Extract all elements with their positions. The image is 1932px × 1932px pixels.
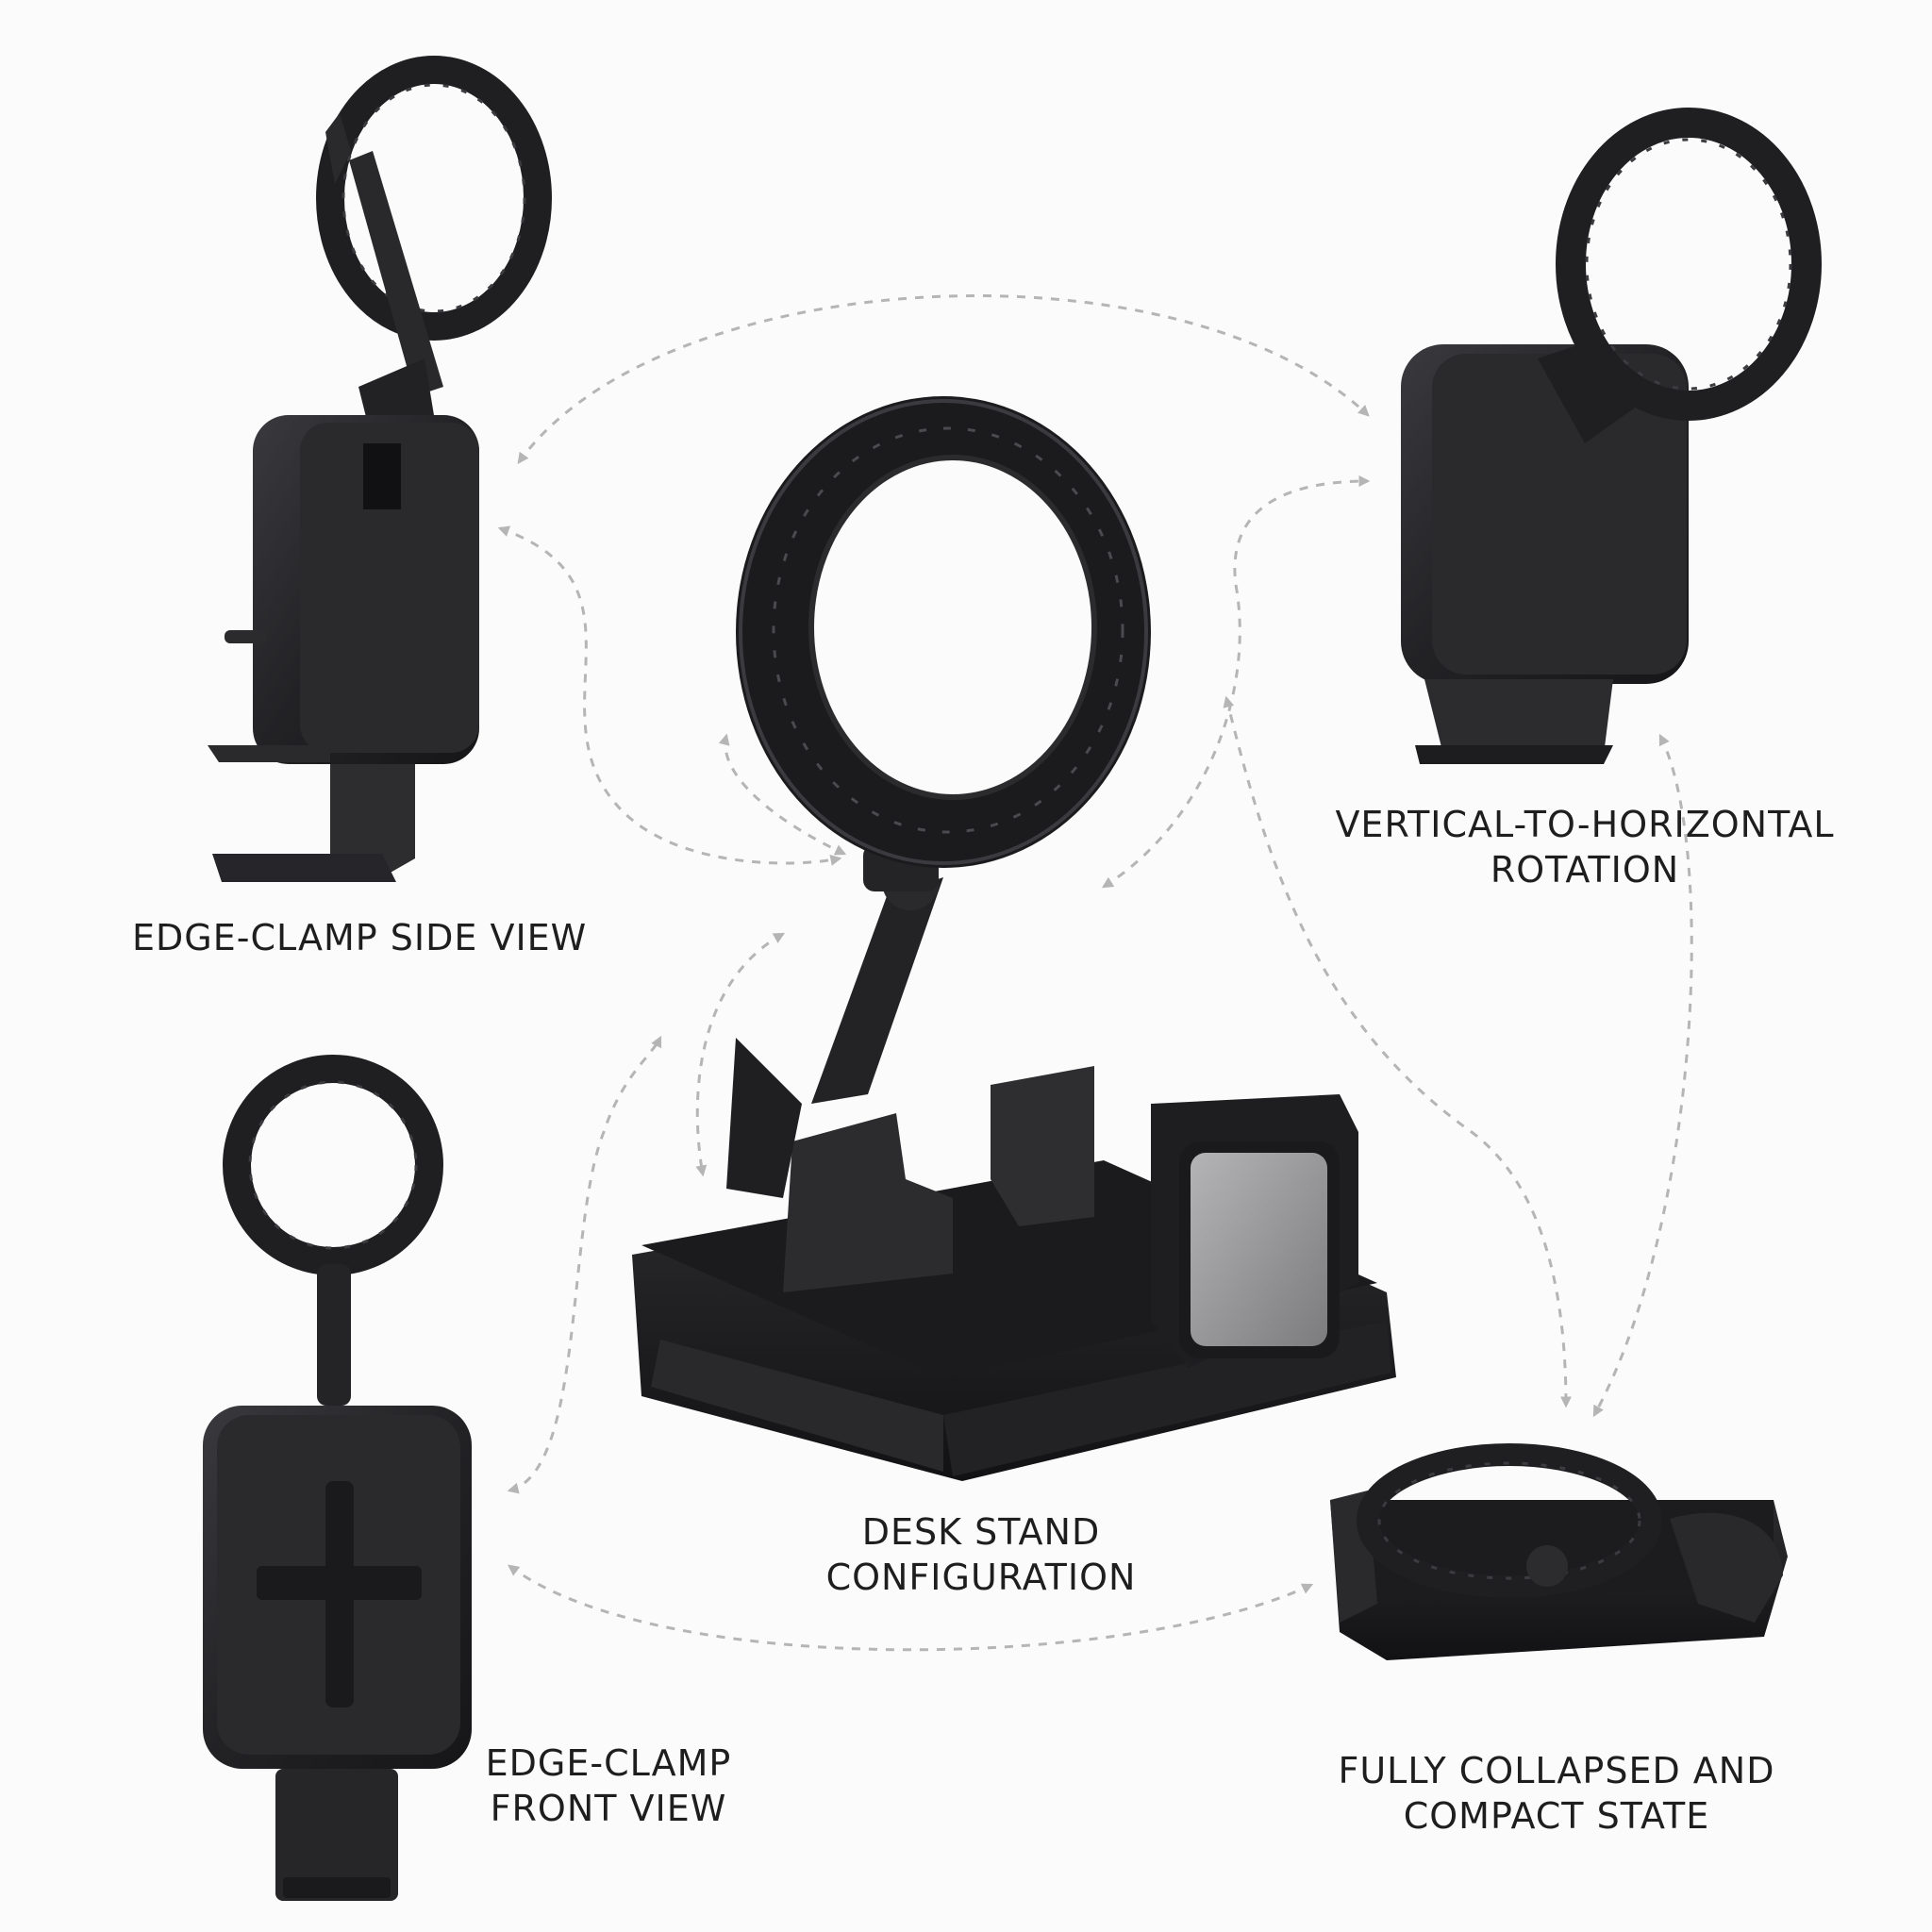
rotation-label-line2: ROTATION (1490, 849, 1680, 891)
arrow-side-to-desk (497, 525, 842, 866)
desk-stand-illustration (632, 396, 1396, 1481)
arrow-desk-to-rotation (1101, 475, 1371, 889)
rotation-illustration (1401, 108, 1822, 764)
edge-front-label-line2: FRONT VIEW (490, 1788, 727, 1829)
arrow-desk-loop (718, 733, 847, 856)
flow-arrows (497, 294, 1693, 1652)
edge-side-label: EDGE-CLAMP SIDE VIEW (132, 917, 588, 958)
desk-label-line1: DESK STAND (861, 1511, 1101, 1553)
arrow-side-to-rotation (517, 294, 1370, 464)
edge-clamp-front-view-caption: EDGE-CLAMP FRONT VIEW (453, 1740, 764, 1831)
rotation-caption: VERTICAL-TO-HORIZONTAL ROTATION (1321, 802, 1849, 892)
desk-stand-caption: DESK STAND CONFIGURATION (783, 1509, 1179, 1600)
collapsed-label-line1: FULLY COLLAPSED AND (1338, 1750, 1775, 1791)
desk-label-line2: CONFIGURATION (825, 1557, 1137, 1598)
arrow-rotation-to-collapsed (1592, 733, 1693, 1418)
rotation-label-line1: VERTICAL-TO-HORIZONTAL (1335, 804, 1835, 845)
arrow-desk-to-collapsed (1223, 695, 1572, 1408)
edge-front-label-line1: EDGE-CLAMP (485, 1742, 732, 1784)
edge-clamp-side-view-illustration (208, 56, 552, 882)
collapsed-state-illustration (1330, 1443, 1788, 1660)
collapsed-caption: FULLY COLLAPSED AND COMPACT STATE (1311, 1748, 1802, 1839)
edge-clamp-front-view-illustration (203, 1055, 472, 1901)
collapsed-label-line2: COMPACT STATE (1403, 1795, 1710, 1837)
edge-clamp-side-view-caption: EDGE-CLAMP SIDE VIEW (132, 915, 588, 960)
arrow-desk-left (695, 932, 786, 1177)
